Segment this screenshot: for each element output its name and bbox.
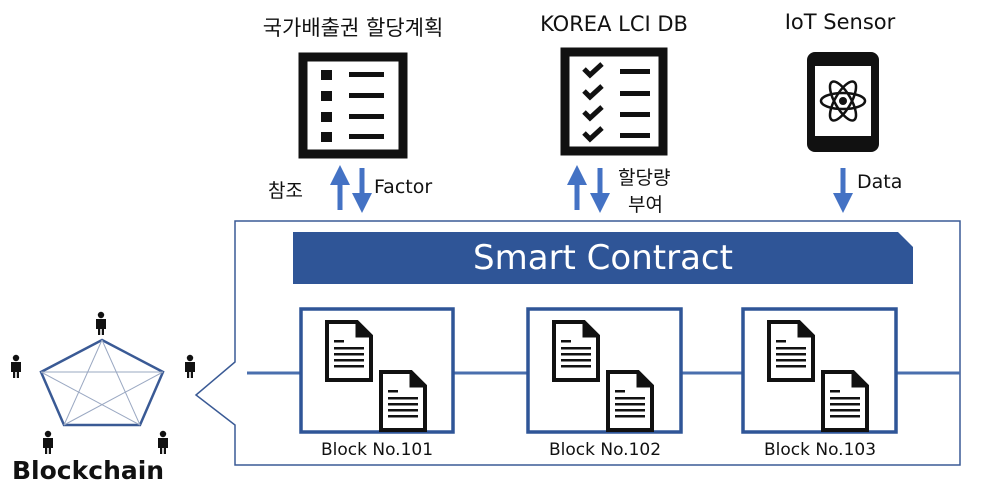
source-title-lci-db: KOREA LCI DB xyxy=(540,12,688,36)
document-icon xyxy=(606,370,654,432)
person-icon xyxy=(158,430,168,454)
flow-label-factor: Factor xyxy=(374,176,433,198)
blockchain-network-icon xyxy=(11,311,195,454)
block-label: Block No.103 xyxy=(763,440,877,460)
person-icon xyxy=(96,311,106,335)
flow-label-allocation-2: 부여 xyxy=(628,194,663,216)
flow-label-allocation-1: 할당량 xyxy=(618,167,671,189)
block-103 xyxy=(741,307,898,434)
smartphone-atom-icon xyxy=(807,52,879,152)
document-icon xyxy=(325,320,373,382)
callout-frame xyxy=(194,220,961,466)
smart-contract-banner xyxy=(293,232,913,284)
source-title-emission-plan: 국가배출권 할당계획 xyxy=(262,16,444,40)
person-icon xyxy=(185,354,195,378)
document-icon xyxy=(379,370,427,432)
block-label: Block No.101 xyxy=(320,440,434,460)
block-label: Block No.102 xyxy=(548,440,662,460)
document-icon xyxy=(552,320,600,382)
person-icon xyxy=(43,430,53,454)
flow-arrows xyxy=(330,165,853,213)
bulleted-list-document-icon xyxy=(298,52,408,159)
blockchain-label: Blockchain xyxy=(12,456,165,485)
document-icon xyxy=(767,320,815,382)
flow-label-reference: 참조 xyxy=(268,180,303,202)
document-icon xyxy=(821,370,869,432)
block-102 xyxy=(526,307,683,434)
person-icon xyxy=(11,354,21,378)
checklist-document-icon xyxy=(560,47,668,156)
source-title-iot-sensor: IoT Sensor xyxy=(784,10,896,34)
flow-label-data: Data xyxy=(857,171,903,193)
block-101 xyxy=(299,307,455,434)
smart-contract-label: Smart Contract xyxy=(473,238,733,278)
